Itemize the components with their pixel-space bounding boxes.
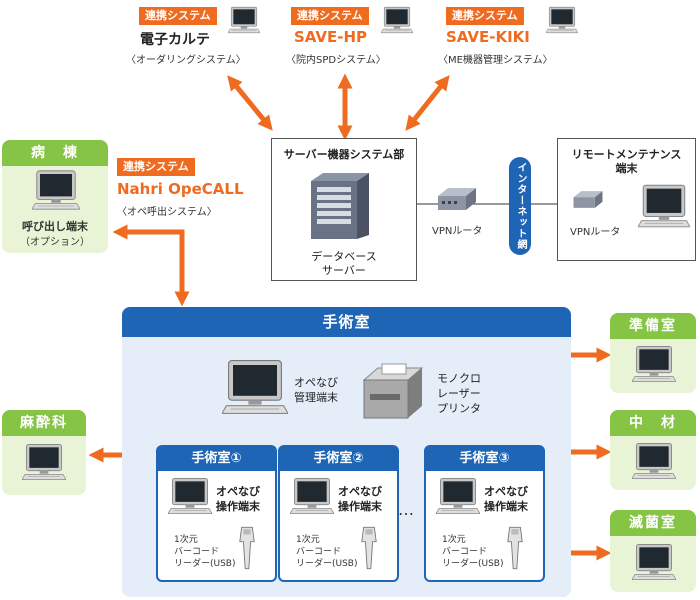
dept-anesthesia: 麻酔科	[2, 410, 86, 495]
mgmt-terminal-label-2: 管理端末	[294, 391, 338, 404]
server-router-label: VPNルータ	[432, 226, 483, 237]
pc-icon	[22, 442, 66, 482]
remote-title-2: 端末	[615, 162, 638, 175]
pc-icon	[222, 358, 288, 416]
arrow-savekiki-server	[405, 75, 450, 131]
pc-icon	[381, 6, 413, 34]
pc-icon	[546, 6, 578, 34]
link-badge: 連携システム	[117, 158, 195, 176]
dept-title: 麻酔科	[2, 410, 86, 436]
or-panel-title: 手術室	[122, 307, 571, 337]
scanner-label: 1次元 バーコード リーダー(USB)	[296, 534, 358, 570]
router-icon	[573, 191, 603, 208]
printer-label-2: レーザー	[437, 387, 481, 400]
pc-icon	[436, 477, 480, 515]
server-section-title: サーバー機器システム部	[283, 148, 405, 161]
room-title: 手術室①	[158, 447, 275, 471]
db-server-label-1: データベース	[311, 250, 377, 263]
dept-title: 滅菌室	[610, 510, 696, 536]
dept-prep-room: 準備室	[610, 313, 696, 393]
remote-maintenance-section: リモートメンテナンス 端末 VPNルータ	[557, 138, 696, 261]
room-terminal-label-1: オペなび	[338, 485, 382, 498]
ward-option-label: （オプション）	[20, 237, 90, 248]
pc-icon	[290, 477, 334, 515]
room-terminal-label-2: 操作端末	[338, 500, 382, 513]
router-icon	[438, 188, 476, 210]
pc-icon	[638, 183, 690, 229]
scanner-label: 1次元 バーコード リーダー(USB)	[174, 534, 236, 570]
ward-panel: 病 棟 呼び出し端末 （オプション）	[2, 140, 108, 253]
scanner-label-3: リーダー(USB)	[296, 559, 358, 569]
scanner-label-3: リーダー(USB)	[174, 559, 236, 569]
room-title: 手術室②	[280, 447, 397, 471]
room-title: 手術室③	[426, 447, 543, 471]
scanner-label: 1次元 バーコード リーダー(USB)	[442, 534, 504, 570]
mgmt-terminal-label-1: オペなび	[294, 376, 338, 389]
system-name: Nahri OpeCALL	[117, 180, 244, 198]
scanner-label-1: 1次元	[174, 535, 198, 545]
internet-network-label: インターネット網	[509, 157, 531, 255]
pc-icon	[632, 344, 676, 384]
scanner-label-2: バーコード	[442, 547, 488, 557]
scanner-label-2: バーコード	[174, 547, 220, 557]
arrow-ehr-server	[227, 75, 273, 131]
printer-icon	[362, 363, 424, 419]
server-section: サーバー機器システム部 データベース サーバー	[271, 138, 417, 281]
link-badge: 連携システム	[291, 7, 369, 25]
operating-room-1: 手術室① オペなび 操作端末 1次元 バーコード リーダー(USB)	[156, 445, 277, 582]
dept-title: 準備室	[610, 313, 696, 339]
more-rooms-ellipsis: …	[398, 500, 414, 519]
barcode-scanner-icon	[238, 525, 256, 571]
printer-label-1: モノクロ	[437, 372, 481, 385]
remote-title-1: リモートメンテナンス	[571, 148, 682, 161]
system-subtitle: 〈オペ呼出システム〉	[117, 207, 217, 218]
dept-central-supply: 中 材	[610, 410, 696, 490]
system-subtitle: 〈オーダリングシステム〉	[126, 55, 246, 66]
link-badge: 連携システム	[139, 7, 217, 25]
system-name: 電子カルテ	[140, 32, 210, 48]
scanner-label-1: 1次元	[296, 535, 320, 545]
db-server-label-2: サーバー	[322, 264, 366, 277]
operating-room-3: 手術室③ オペなび 操作端末 1次元 バーコード リーダー(USB)	[424, 445, 545, 582]
system-name: SAVE-HP	[294, 28, 368, 46]
scanner-label-2: バーコード	[296, 547, 342, 557]
pc-icon	[168, 477, 212, 515]
ward-title: 病 棟	[2, 140, 108, 166]
dept-sterilization: 滅菌室	[610, 510, 696, 592]
server-icon	[311, 173, 369, 239]
pc-icon	[632, 542, 676, 582]
operating-room-2: 手術室② オペなび 操作端末 1次元 バーコード リーダー(USB)	[278, 445, 399, 582]
pc-icon	[32, 170, 80, 210]
room-terminal-label-1: オペなび	[484, 485, 528, 498]
ward-terminal-label: 呼び出し端末	[22, 220, 88, 233]
pc-icon	[632, 441, 676, 481]
room-terminal-label-1: オペなび	[216, 485, 260, 498]
scanner-label-1: 1次元	[442, 535, 466, 545]
room-terminal-label-2: 操作端末	[484, 500, 528, 513]
system-subtitle: 〈ME機器管理システム〉	[438, 55, 553, 66]
barcode-scanner-icon	[506, 525, 524, 571]
remote-router-label: VPNルータ	[570, 227, 621, 238]
printer-label-3: プリンタ	[437, 402, 481, 415]
room-terminal-label-2: 操作端末	[216, 500, 260, 513]
arrow-nahri-ward-or	[112, 224, 190, 307]
scanner-label-3: リーダー(USB)	[442, 559, 504, 569]
dept-title: 中 材	[610, 410, 696, 436]
system-subtitle: 〈院内SPDシステム〉	[286, 55, 386, 66]
barcode-scanner-icon	[360, 525, 378, 571]
pc-icon	[228, 6, 260, 34]
system-name: SAVE-KIKI	[446, 28, 530, 46]
link-badge: 連携システム	[446, 7, 524, 25]
